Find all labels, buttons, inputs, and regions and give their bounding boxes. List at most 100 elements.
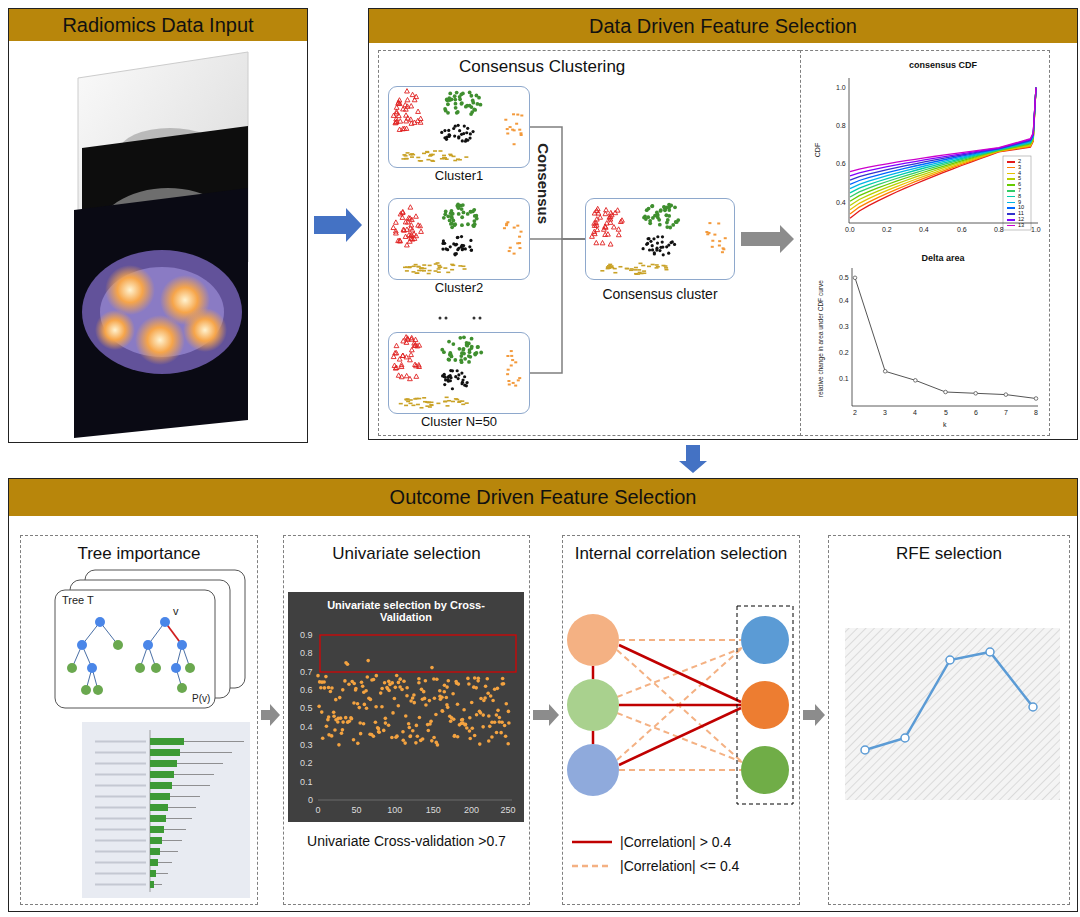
univariate-point — [487, 739, 491, 743]
scatter-point — [404, 243, 409, 247]
scatter-point — [513, 253, 516, 255]
feature-tick — [95, 840, 146, 842]
scatter-point — [403, 234, 408, 238]
importance-bar — [150, 738, 184, 745]
scatter-point — [650, 204, 654, 208]
scatter-point — [442, 239, 445, 242]
scatter-point — [456, 248, 459, 251]
univariate-point — [379, 691, 383, 695]
axis-tick: 50 — [351, 805, 361, 815]
scatter-point — [655, 211, 659, 215]
axis-tick: 8 — [1034, 409, 1038, 417]
merge-line — [530, 239, 585, 373]
scatter-point — [667, 252, 670, 255]
scatter-point — [634, 267, 638, 269]
scatter-point — [408, 226, 413, 230]
univariate-point — [417, 677, 421, 681]
scatter-point — [442, 216, 446, 220]
scatter-point — [463, 357, 467, 361]
scatter-point — [656, 235, 659, 238]
scatter-point — [415, 398, 419, 400]
scatter-point — [464, 156, 468, 158]
scatter-point — [471, 99, 475, 103]
scatter-point — [415, 272, 419, 274]
flow-arrow — [261, 704, 280, 726]
scatter-point — [458, 336, 462, 340]
importance-bar — [150, 771, 174, 778]
scatter-point — [467, 360, 471, 364]
scatter-point — [415, 272, 419, 274]
scatter-point — [403, 267, 407, 269]
scatter-point — [510, 355, 513, 357]
delta-point — [914, 379, 918, 383]
input-panel: Radiomics Data Input — [8, 8, 308, 443]
univariate-point — [369, 698, 373, 702]
univariate-point — [395, 734, 399, 738]
scatter-point — [516, 114, 519, 116]
scatter-point — [416, 362, 421, 366]
scatter-point — [504, 119, 507, 121]
univariate-point — [500, 720, 504, 724]
scatter-point — [470, 249, 473, 252]
scatter-point — [412, 343, 417, 347]
axis-tick: Tree T — [62, 594, 94, 607]
scatter-point — [437, 265, 441, 267]
scatter-point — [601, 227, 606, 231]
scatter-point — [514, 385, 517, 387]
scatter-point — [419, 268, 423, 270]
scatter-point — [427, 402, 431, 404]
scatter-point — [414, 94, 419, 98]
scatter-point — [443, 401, 447, 403]
scatter-point — [426, 159, 430, 161]
univariate-point — [466, 677, 470, 681]
scatter-point — [468, 136, 471, 139]
scatter-point — [454, 106, 458, 110]
univariate-point — [364, 689, 368, 693]
univariate-point — [447, 679, 451, 683]
scatter-point — [673, 243, 676, 246]
scatter-point — [468, 91, 472, 95]
scatter-point — [468, 355, 472, 359]
univariate-point — [501, 677, 505, 681]
scatter-point — [450, 264, 454, 266]
node-label: Consensus cluster — [602, 286, 717, 302]
univariate-point — [352, 701, 356, 705]
scatter-point — [407, 267, 411, 269]
univariate-point — [430, 666, 434, 670]
univariate-point — [490, 735, 494, 739]
scatter-point — [402, 154, 406, 156]
scatter-point — [616, 232, 621, 236]
univariate-chart — [288, 592, 524, 822]
univariate-point — [327, 715, 331, 719]
correlation-graph — [567, 606, 793, 804]
scatter-point — [451, 369, 454, 372]
univariate-point — [496, 709, 500, 713]
univariate-point — [495, 713, 499, 717]
univariate-point — [456, 702, 460, 706]
importance-bar — [150, 804, 168, 811]
univariate-point — [445, 685, 449, 689]
scatter-point — [443, 267, 447, 269]
error-bar — [174, 774, 214, 775]
univariate-point — [332, 710, 336, 714]
error-bar — [177, 763, 223, 764]
scatter-point — [664, 269, 668, 271]
scatter-point — [705, 231, 708, 233]
univariate-point — [341, 720, 345, 724]
univariate-point — [336, 720, 340, 724]
univariate-point — [375, 674, 379, 678]
cdf-curve — [850, 88, 1036, 202]
ellipsis-dots — [439, 317, 482, 320]
scatter-point — [450, 215, 454, 219]
scatter-point — [662, 205, 666, 209]
scatter-point — [449, 222, 453, 226]
scatter-point — [465, 138, 468, 141]
cdf-curve — [850, 88, 1036, 193]
scatter-point — [438, 266, 442, 268]
art-shape — [445, 317, 448, 320]
art-shape — [318, 800, 512, 801]
cdf-curve — [850, 88, 1036, 172]
scatter-point — [454, 398, 458, 400]
art-shape — [737, 606, 793, 804]
art-shape — [850, 88, 1036, 219]
